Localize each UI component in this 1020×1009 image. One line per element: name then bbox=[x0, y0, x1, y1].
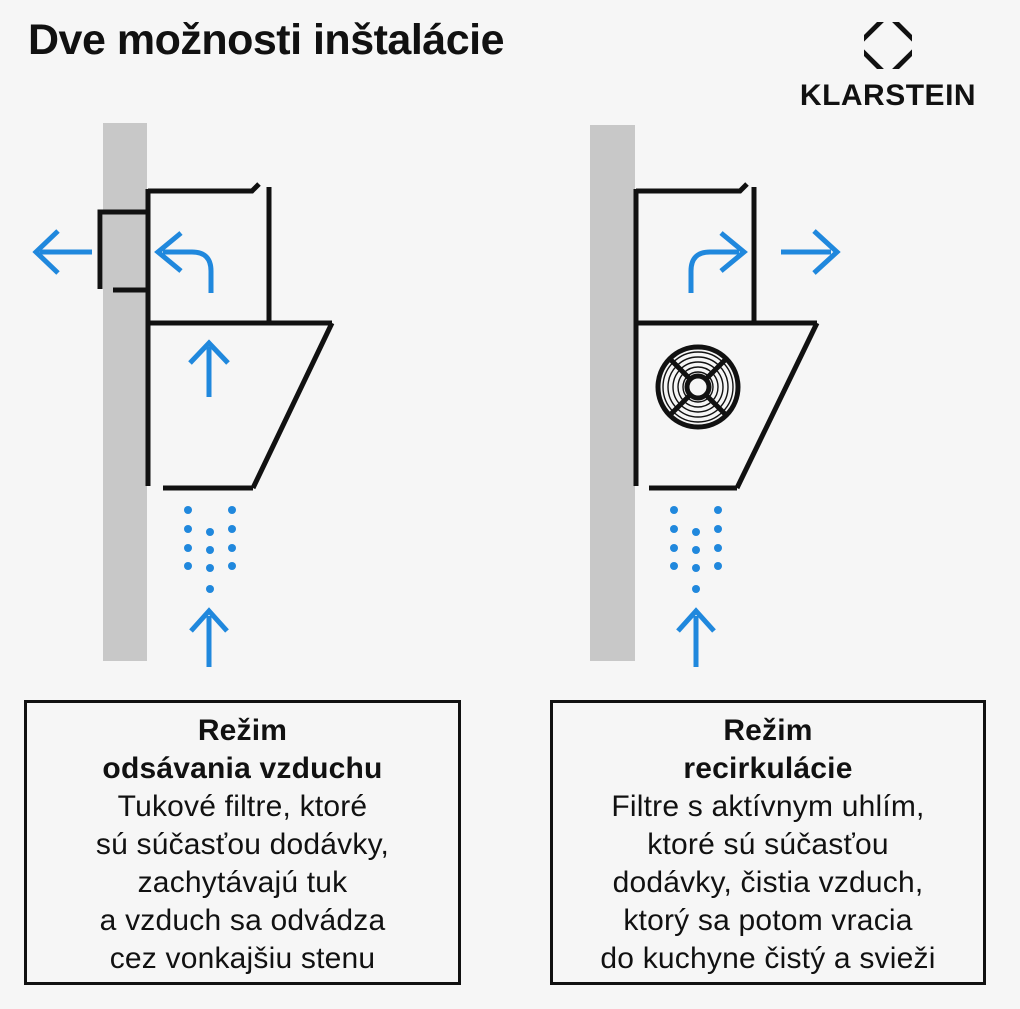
klarstein-logo-icon bbox=[864, 22, 912, 69]
caption-body-line: Filtre s aktívnym uhlím, bbox=[611, 790, 925, 823]
hood-outline bbox=[633, 182, 820, 491]
exhaust-mode-diagram bbox=[32, 123, 335, 667]
caption-heading-line: Režim bbox=[197, 714, 288, 747]
caption-body-line: ktoré sú súčasťou bbox=[647, 828, 889, 861]
intake-arrow bbox=[676, 607, 716, 667]
brand-logo: KLARSTEIN bbox=[786, 22, 990, 113]
caption-heading-line: Režim bbox=[723, 714, 813, 747]
caption-body-line: sú súčasťou dodávky, bbox=[95, 828, 390, 861]
caption-body-line: do kuchyne čistý a svieži bbox=[600, 942, 936, 975]
hood-outline bbox=[145, 182, 335, 491]
caption-heading-line: recirkulácie bbox=[683, 752, 853, 785]
air-curve-arrow bbox=[688, 231, 748, 293]
air-up-arrow bbox=[188, 339, 230, 397]
caption-body-line: dodávky, čistia vzduch, bbox=[612, 866, 924, 899]
steam-dots bbox=[670, 506, 722, 593]
wall-duct-outline bbox=[97, 209, 148, 293]
caption-body-line: ktorý sa potom vracia bbox=[623, 904, 913, 937]
caption-body-line: Tukové filtre, ktoré bbox=[117, 790, 368, 823]
air-curve-arrow bbox=[154, 231, 214, 293]
brand-name: KLARSTEIN bbox=[799, 79, 977, 112]
intake-arrow bbox=[189, 607, 229, 667]
wall bbox=[590, 125, 635, 661]
air-out-arrow bbox=[32, 229, 92, 275]
page-title: Dve možnosti inštalácie bbox=[28, 16, 505, 64]
caption-body-line: zachytávajú tuk bbox=[137, 866, 348, 899]
recirculation-mode-caption-box: Režim recirkulácie Filtre s aktívnym uhl… bbox=[550, 700, 986, 985]
caption-body-line: cez vonkajšiu stenu bbox=[109, 942, 376, 975]
wall bbox=[103, 123, 147, 661]
fan-icon bbox=[655, 344, 741, 430]
caption-heading-line: odsávania vzduchu bbox=[102, 752, 383, 785]
recirculation-mode-diagram bbox=[590, 125, 841, 667]
steam-dots bbox=[184, 506, 236, 593]
air-return-arrow bbox=[781, 229, 841, 275]
exhaust-mode-caption-box: Režim odsávania vzduchu Tukové filtre, k… bbox=[24, 700, 461, 985]
caption-body-line: a vzduch sa odvádza bbox=[99, 904, 386, 937]
